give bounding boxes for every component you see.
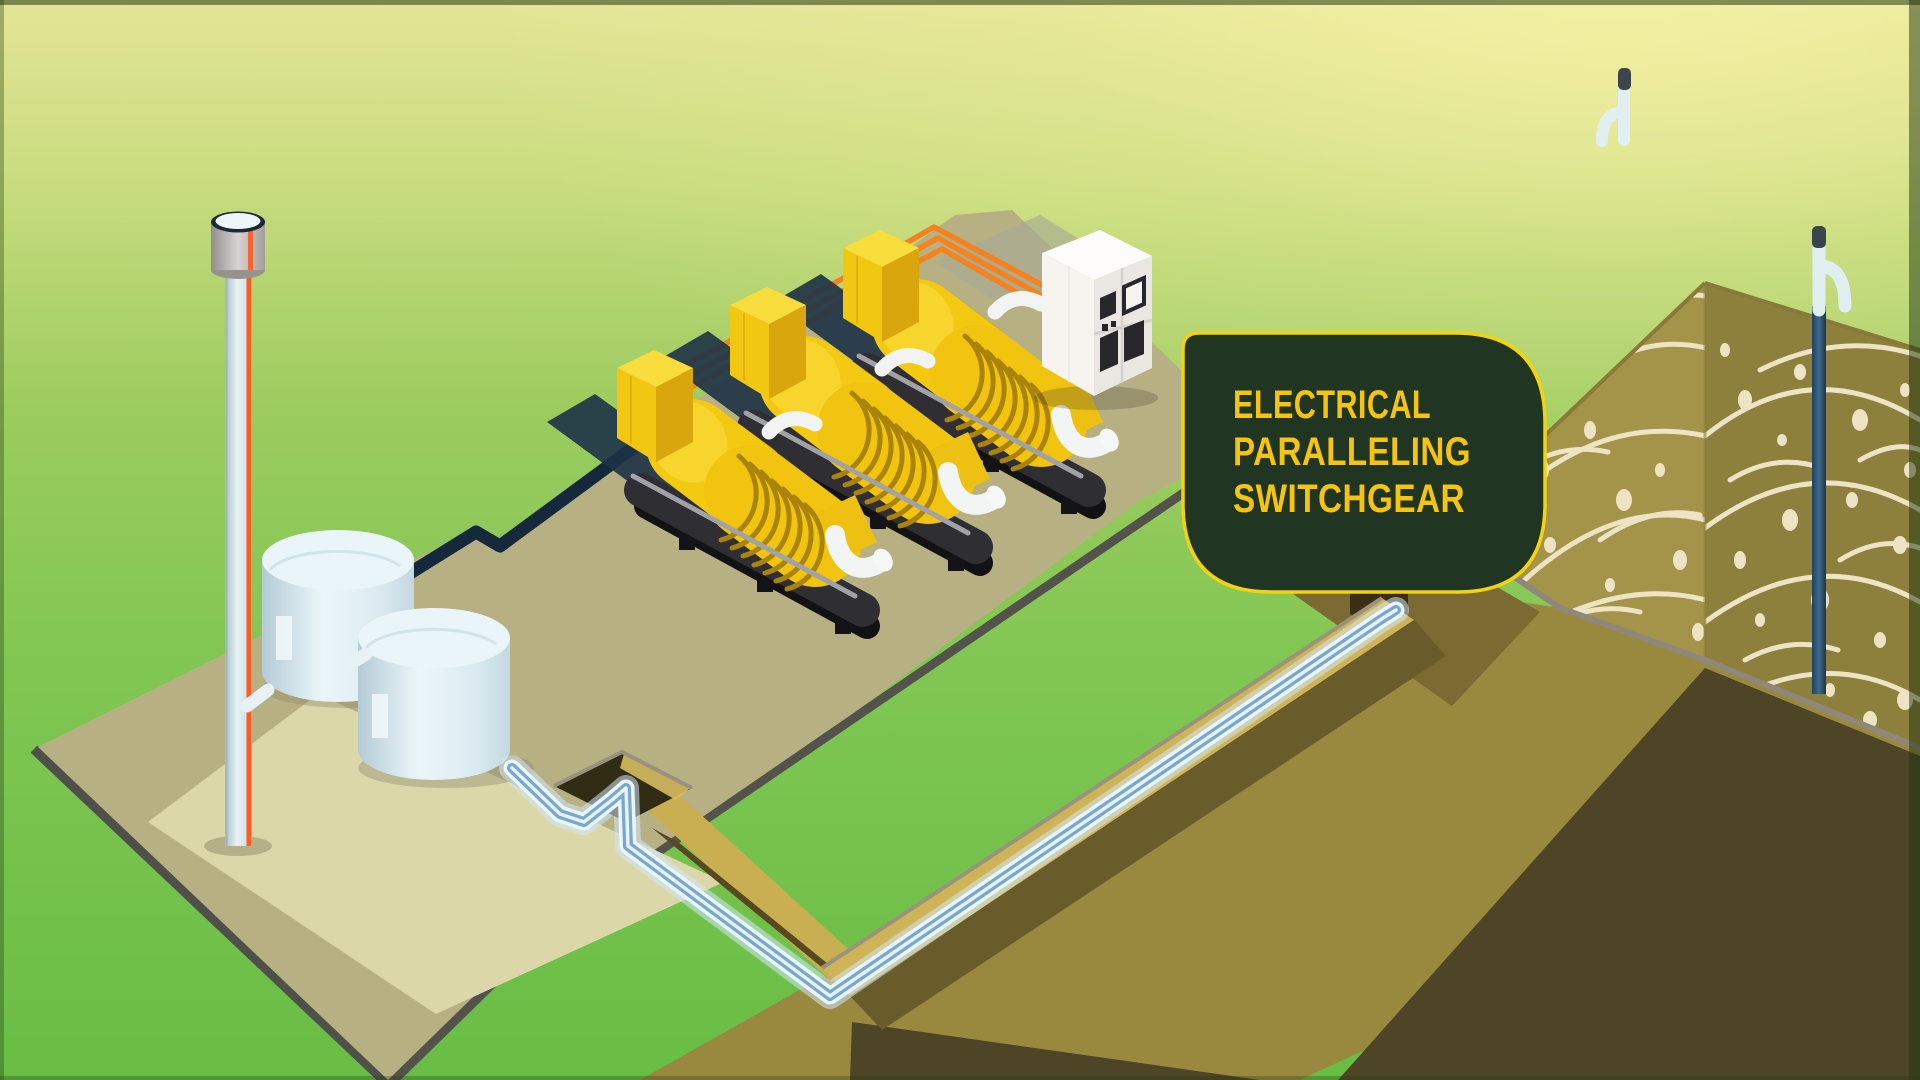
cabinet-display <box>1100 291 1116 320</box>
switchgear-ground-shadow <box>935 215 1110 308</box>
bench-wall <box>850 620 1446 1030</box>
fuel-tank-2 <box>337 608 534 788</box>
collection-pipe <box>499 597 1409 1009</box>
tank-stub-pipe <box>337 647 373 675</box>
trench-wall-bright <box>622 770 858 982</box>
label-card <box>1181 331 1547 594</box>
equipment-pad <box>148 694 724 1014</box>
pit-lip-edge <box>1502 567 1920 751</box>
wellhead-cap <box>1618 68 1631 90</box>
landfill-cell <box>1502 281 1920 751</box>
switchgear-cabinet <box>1034 230 1158 410</box>
cabinet-lower-panel <box>1100 330 1118 372</box>
tank-top <box>358 608 510 668</box>
tank-stub-pipe <box>240 683 275 713</box>
landfill-face-left <box>1504 283 1705 660</box>
tank-body <box>358 638 510 780</box>
tank-top <box>262 530 414 590</box>
label-text-line-3: SWITCHGEAR <box>1233 477 1465 521</box>
cabinet-top <box>1042 230 1152 280</box>
info-label: ELECTRICAL PARALLELING SWITCHGEAR <box>1181 331 1547 594</box>
cabinet-window <box>1122 274 1146 317</box>
gas-wellhead-1 <box>1596 68 1631 147</box>
pit-floor <box>1338 668 1920 1080</box>
pit-floor-near <box>850 1022 1260 1080</box>
flare-stack-stripe <box>246 268 252 846</box>
gas-wellhead-2 <box>1812 226 1852 317</box>
label-text-line-2: PARALLELING <box>1233 430 1471 474</box>
cabinet-lower-panel <box>1124 320 1144 362</box>
gas-well-pipe <box>1812 306 1826 694</box>
flare-stack <box>204 211 272 856</box>
label-text-line-1: ELECTRICAL <box>1233 383 1431 427</box>
wellhead-cap <box>1812 226 1826 248</box>
